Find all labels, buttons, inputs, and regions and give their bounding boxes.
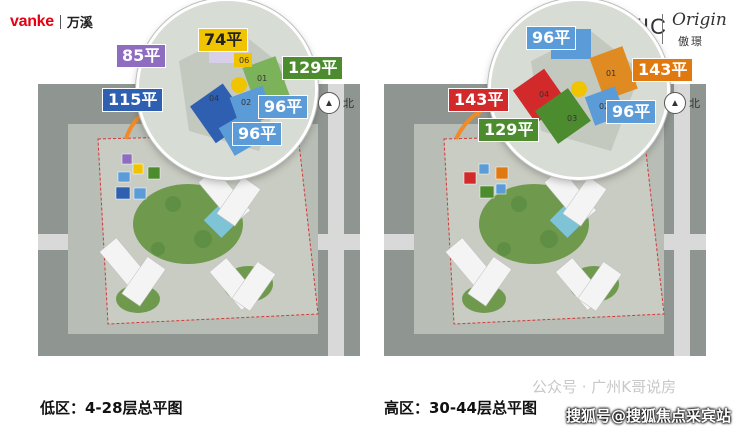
- area-tag-143-b: 143平: [448, 88, 510, 112]
- watermark-wechat: 公众号 · 广州K哥说房: [532, 378, 677, 396]
- area-tag-85: 85平: [116, 44, 167, 68]
- zoom-lens-high: 01 02 03 04 05: [488, 0, 670, 180]
- area-tag-96-d: 96平: [606, 100, 657, 124]
- unit-label-04: 04: [539, 90, 549, 99]
- caption-high-zone: 高区：30-44层总平图: [384, 399, 537, 417]
- unit-label-06: 06: [239, 56, 249, 65]
- watermark-sohu: 搜狐号@搜狐焦点采宾站: [566, 407, 732, 425]
- area-tag-96-b: 96平: [232, 122, 283, 146]
- north-arrow-icon: ▲: [318, 92, 340, 114]
- compass-high: ▲ 北: [664, 92, 700, 114]
- compass-label: 北: [689, 98, 700, 110]
- area-tag-129: 129平: [282, 56, 344, 80]
- unit-label-01: 01: [257, 74, 267, 83]
- area-tag-115: 115平: [102, 88, 164, 112]
- origin-logo: Origin: [672, 10, 727, 30]
- vanke-logo: vanke 万溪: [10, 12, 93, 31]
- site-plan-high-drawing: [384, 84, 706, 356]
- unit-label-01: 01: [606, 69, 616, 78]
- caption-low-zone: 低区：4-28层总平图: [40, 399, 183, 417]
- area-tag-96-a: 96平: [258, 95, 309, 119]
- area-tag-96-c: 96平: [526, 26, 577, 50]
- zoom-lens-high-drawing: 01 02 03 04 05: [491, 1, 667, 177]
- area-tag-74: 74平: [198, 28, 249, 52]
- north-arrow-icon: ▲: [664, 92, 686, 114]
- compass-low: ▲ 北: [318, 92, 354, 114]
- brand-name: vanke: [10, 12, 54, 30]
- unit-label-02: 02: [599, 102, 609, 111]
- unit-label-04: 04: [209, 94, 219, 103]
- brand-divider: [59, 14, 61, 29]
- area-tag-143-a: 143平: [632, 58, 694, 82]
- unit-label-02: 02: [241, 98, 251, 107]
- origin-chinese: 傲璟: [678, 35, 704, 48]
- compass-label: 北: [343, 98, 354, 110]
- area-tag-129-b: 129平: [478, 118, 540, 142]
- brand-chinese: 万溪: [66, 15, 93, 30]
- partner-logo-divider: [662, 14, 663, 44]
- unit-label-03: 03: [567, 114, 577, 123]
- site-plan-high: [384, 84, 706, 356]
